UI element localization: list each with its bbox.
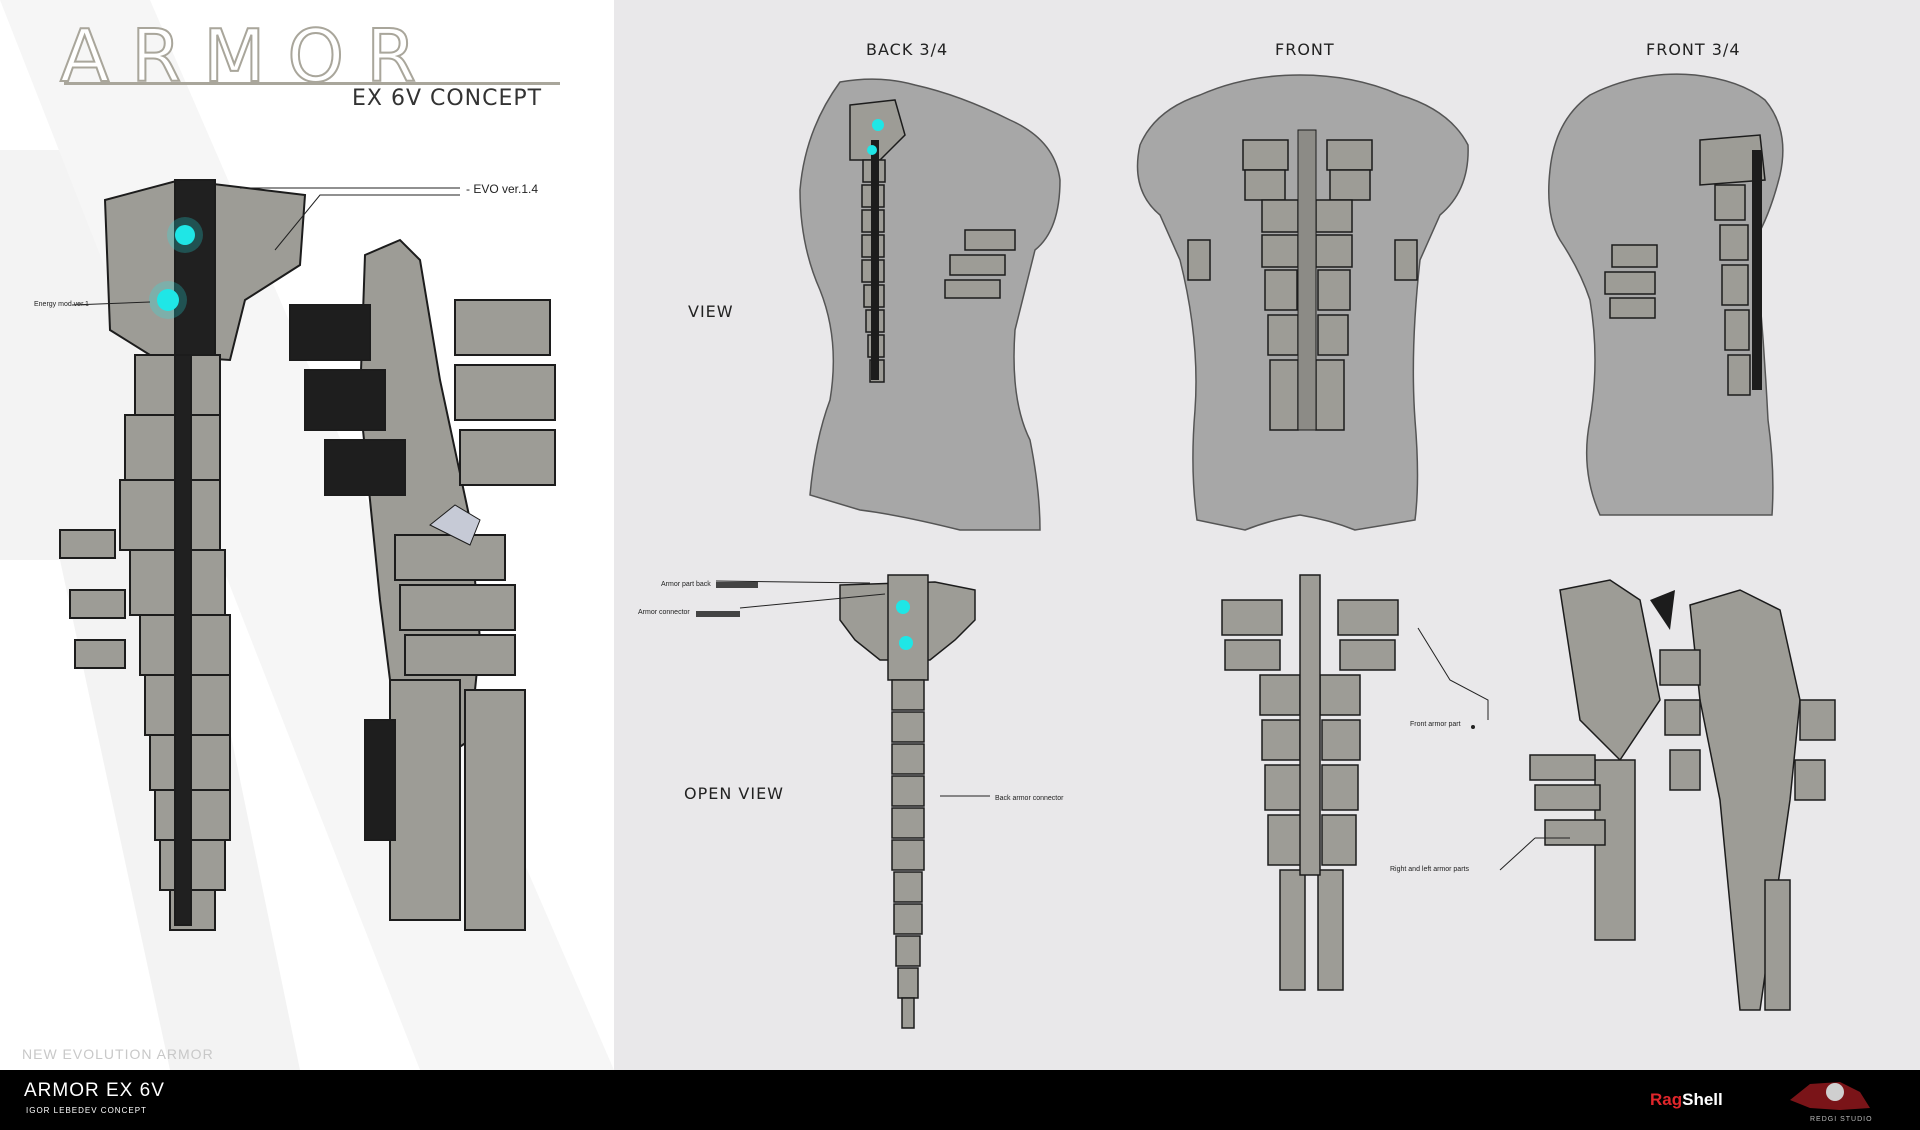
- energy-core-upper: [175, 225, 195, 245]
- callout-right-left-armor-parts: Right and left armor parts: [1390, 866, 1469, 873]
- torso-views-illustration: [696, 73, 1836, 1029]
- callout-energy-mod: Energy mod ver.1: [34, 301, 89, 308]
- open-view-armor: [839, 574, 976, 1029]
- brand-shell: Shell: [1682, 1090, 1723, 1109]
- studio-name: REDGI STUDIO: [1810, 1116, 1873, 1123]
- column-label-front: FRONT: [1275, 40, 1335, 59]
- callout-armor-connector: Armor connector: [638, 609, 690, 616]
- torso-front: [1136, 74, 1469, 531]
- open-view-energy-upper: [896, 600, 910, 614]
- column-label-front-three-quarter: FRONT 3/4: [1646, 40, 1741, 59]
- title-divider: [64, 82, 560, 85]
- open-view-label: OPEN VIEW: [684, 784, 784, 803]
- front-three-quarter-open-armor: [1529, 579, 1836, 1011]
- callout-back-armor-connector: Back armor connector: [995, 795, 1064, 802]
- callout-evo-version: - EVO ver.1.4: [466, 182, 539, 196]
- callout-front-armor-part: Front armor part: [1410, 721, 1461, 728]
- energy-core-lower: [157, 289, 179, 311]
- torso-front-three-quarter: [1548, 73, 1784, 516]
- ragshell-logo: RagShell: [1650, 1090, 1723, 1110]
- view-label: VIEW: [688, 302, 734, 321]
- left-panel: ARMOR EX 6V CONCEPT: [0, 0, 614, 1070]
- column-label-back-three-quarter: BACK 3/4: [866, 40, 949, 59]
- footer-credit: IGOR LEBEDEV CONCEPT: [26, 1106, 147, 1115]
- redgi-studio-logo-icon: [1790, 1082, 1870, 1110]
- footer-bar: ARMOR EX 6V IGOR LEBEDEV CONCEPT RagShel…: [0, 1070, 1920, 1130]
- tagline: NEW EVOLUTION ARMOR: [22, 1046, 214, 1062]
- front-open-armor: [1221, 574, 1399, 991]
- spine-channel: [174, 179, 216, 356]
- armor-left-illustration: [59, 178, 556, 931]
- brand-rag: Rag: [1650, 1090, 1683, 1109]
- page-subtitle: EX 6V CONCEPT: [352, 86, 543, 111]
- callout-armor-part-back: Armor part back: [661, 581, 711, 588]
- footer-title: ARMOR EX 6V: [24, 1080, 165, 1101]
- torso-back-three-quarter: [799, 78, 1061, 531]
- open-view-energy-lower: [899, 636, 913, 650]
